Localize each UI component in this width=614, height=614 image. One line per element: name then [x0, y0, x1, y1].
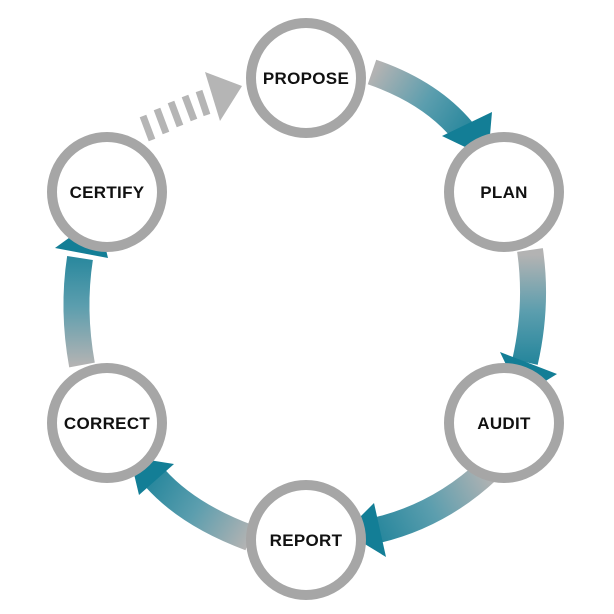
- node-correct: CORRECT: [47, 363, 167, 483]
- node-certify: CERTIFY: [47, 132, 167, 252]
- arrow-certify-to-propose: [139, 72, 242, 142]
- arrow-audit-to-report: [345, 460, 497, 557]
- node-label-correct: CORRECT: [64, 414, 150, 433]
- node-report: REPORT: [246, 480, 366, 600]
- arrow-report-to-correct: [130, 457, 255, 551]
- node-plan: PLAN: [444, 132, 564, 252]
- node-label-propose: PROPOSE: [263, 69, 349, 88]
- node-label-certify: CERTIFY: [70, 183, 145, 202]
- node-label-report: REPORT: [270, 531, 343, 550]
- node-label-plan: PLAN: [480, 183, 527, 202]
- node-label-audit: AUDIT: [477, 414, 531, 433]
- node-propose: PROPOSE: [246, 18, 366, 138]
- node-audit: AUDIT: [444, 363, 564, 483]
